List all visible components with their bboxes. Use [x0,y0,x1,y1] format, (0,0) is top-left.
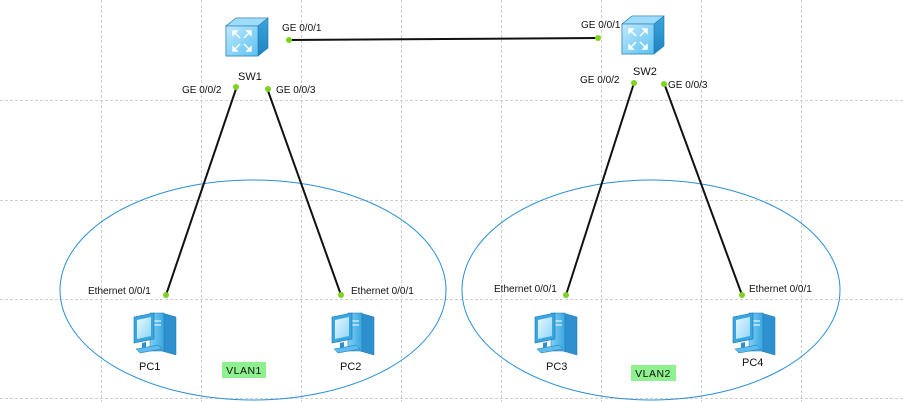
vlan1-zone [59,179,447,401]
port-label-pc1-eth: Ethernet 0/0/1 [88,286,151,297]
link-sw2-pc3[interactable] [565,82,635,296]
pc-icon [732,312,776,356]
device-label-pc1: PC1 [139,361,160,373]
link-sw1-sw2[interactable] [287,37,599,41]
vlan2-badge: VLAN2 [631,365,676,381]
pc-pc1[interactable] [133,312,177,356]
switch-sw2[interactable] [621,15,665,55]
pc-pc2[interactable] [331,312,375,356]
port-label-sw2-ge002: GE 0/0/2 [580,75,620,86]
port-label-pc3-eth: Ethernet 0/0/1 [494,284,557,295]
switch-sw1[interactable] [225,17,269,57]
port-dot-sw1-ge002[interactable] [233,84,239,90]
port-dot-pc1-eth[interactable] [163,292,169,298]
port-dot-sw1-ge001[interactable] [286,37,292,43]
device-label-sw2: SW2 [633,66,657,78]
vlan1-label: VLAN1 [226,365,262,377]
pc-icon [331,312,375,356]
pc-pc3[interactable] [534,312,578,356]
vlan2-zone [461,179,841,401]
port-label-sw1-ge003: GE 0/0/3 [276,85,316,96]
port-label-pc4-eth: Ethernet 0/0/1 [749,284,812,295]
vlan1-badge: VLAN1 [222,362,266,378]
port-label-sw1-ge001: GE 0/0/1 [282,23,322,34]
port-label-sw1-ge002: GE 0/0/2 [182,85,222,96]
link-sw2-pc4[interactable] [663,82,743,296]
device-label-pc2: PC2 [340,361,361,373]
port-dot-sw1-ge003[interactable] [265,86,271,92]
link-sw1-pc2[interactable] [266,87,342,296]
device-label-pc4: PC4 [742,357,763,369]
port-dot-sw2-ge002[interactable] [631,80,637,86]
device-label-pc3: PC3 [546,361,567,373]
port-dot-sw2-ge003[interactable] [661,81,667,87]
pc-pc4[interactable] [732,312,776,356]
pc-icon [534,312,578,356]
port-label-pc2-eth: Ethernet 0/0/1 [351,286,414,297]
port-dot-pc3-eth[interactable] [563,292,569,298]
switch-icon [225,17,269,57]
switch-icon [621,15,665,55]
port-dot-sw2-ge001[interactable] [595,35,601,41]
device-label-sw1: SW1 [238,71,262,83]
port-label-sw2-ge001: GE 0/0/1 [581,20,621,31]
port-dot-pc2-eth[interactable] [338,292,344,298]
pc-icon [133,312,177,356]
port-dot-pc4-eth[interactable] [739,292,745,298]
port-label-sw2-ge003: GE 0/0/3 [668,80,708,91]
vlan2-label: VLAN2 [635,368,671,380]
link-sw1-pc1[interactable] [165,85,238,296]
